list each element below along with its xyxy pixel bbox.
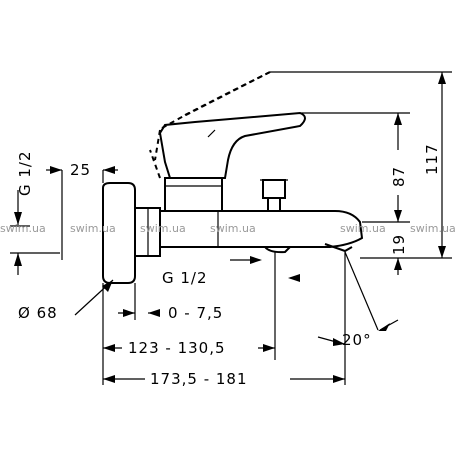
watermark: swim.ua	[410, 222, 456, 235]
watermark: swim.ua	[70, 222, 116, 235]
range-123-label: 123 - 130,5	[128, 339, 226, 357]
height-117-label: 117	[423, 143, 441, 175]
thread-bottom-label: G 1/2	[162, 269, 208, 287]
thread-side-label: G 1/2	[16, 150, 34, 196]
angle-label: 20°	[342, 331, 372, 349]
dimension-lines	[10, 71, 452, 385]
width-25-label: 25	[70, 161, 91, 179]
diameter-label: Ø 68	[18, 304, 58, 322]
watermark: swim.ua	[210, 222, 256, 235]
watermark: swim.ua	[140, 222, 186, 235]
range-0-75-label: 0 - 7,5	[168, 304, 223, 322]
range-173-label: 173,5 - 181	[150, 370, 248, 388]
height-19-label: 19	[390, 234, 408, 255]
height-87-label: 87	[390, 166, 408, 187]
watermark: swim.ua	[340, 222, 386, 235]
watermark: swim.ua	[0, 222, 46, 235]
mixer-body	[102, 71, 364, 284]
